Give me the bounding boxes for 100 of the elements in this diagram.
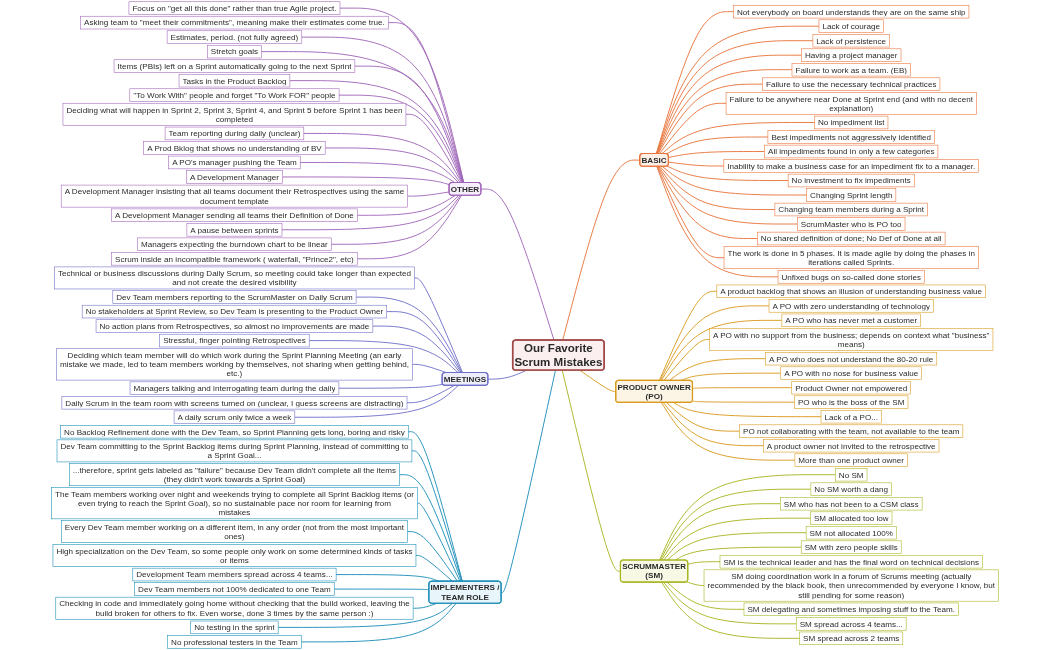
node-box: No impediment list bbox=[814, 115, 889, 130]
connector bbox=[658, 102, 727, 155]
connector bbox=[692, 400, 795, 403]
connector bbox=[303, 133, 461, 184]
connector bbox=[657, 83, 763, 155]
connector bbox=[405, 113, 463, 184]
connector bbox=[659, 488, 812, 561]
connector bbox=[686, 581, 705, 586]
node-box: Technical or business discussions during Daily Scrum, so meeting could take longer than expected and not create the desired visibility bbox=[54, 266, 415, 290]
connector bbox=[661, 122, 815, 155]
node-box: No professional testers in the Team bbox=[167, 635, 302, 649]
node-box: Team reporting during daily (unclear) bbox=[164, 126, 305, 141]
node-box: No SM bbox=[835, 468, 868, 482]
node-box: Daily Scrum in the team room with screens turned on (unclear, I guess screens are distracting) bbox=[61, 396, 408, 410]
connector bbox=[655, 11, 734, 155]
connector bbox=[659, 474, 836, 561]
connector bbox=[301, 36, 464, 184]
node-box: No SM worth a dang bbox=[810, 482, 892, 496]
connector bbox=[399, 474, 462, 582]
node-box: Stretch goals bbox=[207, 44, 262, 59]
connector bbox=[661, 581, 801, 639]
connector bbox=[668, 151, 765, 158]
connector bbox=[666, 136, 769, 155]
node-box: A pause between sprints bbox=[186, 223, 283, 237]
node-box: Unfixed bugs on so-called done stories bbox=[777, 270, 925, 284]
connector bbox=[282, 176, 450, 186]
connector bbox=[668, 358, 767, 382]
connector bbox=[659, 305, 770, 382]
connector bbox=[662, 402, 764, 447]
connector bbox=[657, 69, 793, 155]
node-box: PO not collaborating with the team, not available to the team bbox=[739, 424, 964, 438]
connector bbox=[657, 166, 758, 239]
connector bbox=[656, 166, 725, 259]
connector bbox=[661, 503, 781, 561]
node-box: Best impediments not aggressively identified bbox=[767, 130, 935, 144]
node-box: SM not allocated 100% bbox=[805, 526, 897, 540]
connector bbox=[480, 188, 555, 341]
connector bbox=[663, 517, 811, 561]
node-box: Tasks in the Product Backlog bbox=[178, 73, 291, 88]
connector bbox=[656, 166, 779, 278]
node-box: No stakeholders at Sprint Review, so Dev Team is presenting to the Product Owner bbox=[81, 304, 387, 319]
connector bbox=[416, 502, 461, 582]
node-box: SM is the technical leader and has the final word on technical decisions bbox=[719, 555, 983, 569]
node-box: A PO with no nose for business value bbox=[780, 366, 922, 380]
node-box: A PO who does not understand the 80-20 rule bbox=[765, 351, 938, 366]
node-box: SM spread across 2 teams bbox=[799, 631, 904, 645]
node-box: SM who has not been to a CSM class bbox=[780, 497, 923, 511]
connector bbox=[687, 561, 721, 565]
connector bbox=[300, 603, 457, 643]
node-box: Dev Team committing to the Sprint Backlog items during Sprint Planning, instead of committing to a Sprint Goal... bbox=[56, 439, 413, 463]
node-box: Product Owner not empowered bbox=[791, 381, 911, 395]
connector bbox=[281, 195, 460, 231]
node-box: No investment to fix impediments bbox=[787, 173, 915, 188]
connector bbox=[299, 162, 456, 184]
connector bbox=[289, 80, 464, 184]
connector bbox=[666, 402, 740, 432]
node-box: "To Work With" people and forget "To Work FOR" people bbox=[129, 88, 340, 102]
node-box: Asking team to "meet their commitments", meaning make their estimates come true. bbox=[80, 15, 389, 30]
node-box: Deciding which team member will do which work during the Sprint Planning Meeting (an early mistake we made, led to team members working by themselves, not sharing when getting behind, etc.) bbox=[56, 348, 413, 381]
node-box: ...therefore, sprint gets labeled as "failure" because Dev Team didn't complete all the items (they didn't work towards a Sprint Goal) bbox=[69, 463, 400, 487]
node-box: SM doing coordination work in a forum of Scrums meeting (actually recommended by the black book, then unrecommended by everyone I know, but still pending for some reason) bbox=[703, 569, 999, 602]
node-box: A PO who has never met a customer bbox=[781, 313, 921, 328]
node-box: Items (PBIs) left on a Sprint automatically going to the next Sprint bbox=[113, 59, 356, 73]
connector bbox=[338, 383, 444, 389]
node-box: A product backlog that shows an illusion of understanding business value bbox=[716, 284, 986, 299]
connector bbox=[355, 296, 463, 374]
connector bbox=[356, 195, 462, 260]
node-box: Inability to make a business case for an impediment fix to a manager. bbox=[723, 159, 979, 173]
node-box: High specialization on the Dev Team, so some people only work on some determined kinds of tasks or items bbox=[52, 544, 417, 567]
connector bbox=[668, 161, 725, 167]
connector bbox=[661, 166, 808, 196]
node-box: Every Dev Team member working on a different item, in any order (not from the most important ones) bbox=[61, 520, 408, 543]
connector bbox=[659, 166, 776, 210]
connector bbox=[656, 54, 802, 155]
node-box: SM with zero people skills bbox=[800, 540, 902, 554]
connector bbox=[411, 363, 448, 374]
node-box: The Team members working over night and weekends trying to complete all Sprint Backlog items (or even trying to reach the Sprint Goal), so no sustainable pace nor room for learning from mistakes bbox=[51, 487, 418, 520]
connector bbox=[407, 531, 459, 582]
connector bbox=[330, 195, 461, 245]
node-box: Lack of persistence bbox=[812, 34, 890, 48]
node-box: Dev Team members not 100% dedicated to one Team bbox=[134, 582, 335, 596]
node-box: More than one product owner bbox=[794, 453, 908, 467]
connector bbox=[354, 65, 464, 184]
node-box: SM allocated too low bbox=[810, 511, 893, 525]
connector bbox=[372, 325, 461, 374]
node-box: A Prod Bklog that shows no understanding of BV bbox=[143, 141, 326, 155]
node-box: Failure to work as a team. (EB) bbox=[791, 63, 911, 77]
node-box: The work is done in 5 phases. It is made agile by doing the phases in iterations called Sprints. bbox=[723, 246, 979, 269]
node-box: Failure to use the necessary technical practices bbox=[762, 77, 941, 91]
node-box: Stressful, finger pointing Retrospectives bbox=[159, 333, 310, 348]
node-box: All impediments found in only a few categories bbox=[764, 144, 939, 159]
connector bbox=[308, 340, 459, 374]
node-box: Changing team members during a Sprint bbox=[774, 202, 928, 217]
connector bbox=[411, 450, 463, 582]
node-box: No action plans from Retrospectives, so almost no improvements are made bbox=[95, 319, 374, 333]
node-box: Estimates, period. (not fully agreed) bbox=[166, 30, 303, 44]
connector bbox=[663, 339, 710, 382]
connector bbox=[658, 290, 718, 382]
connector bbox=[658, 166, 798, 225]
node-box: Changing Sprint length bbox=[806, 188, 897, 202]
